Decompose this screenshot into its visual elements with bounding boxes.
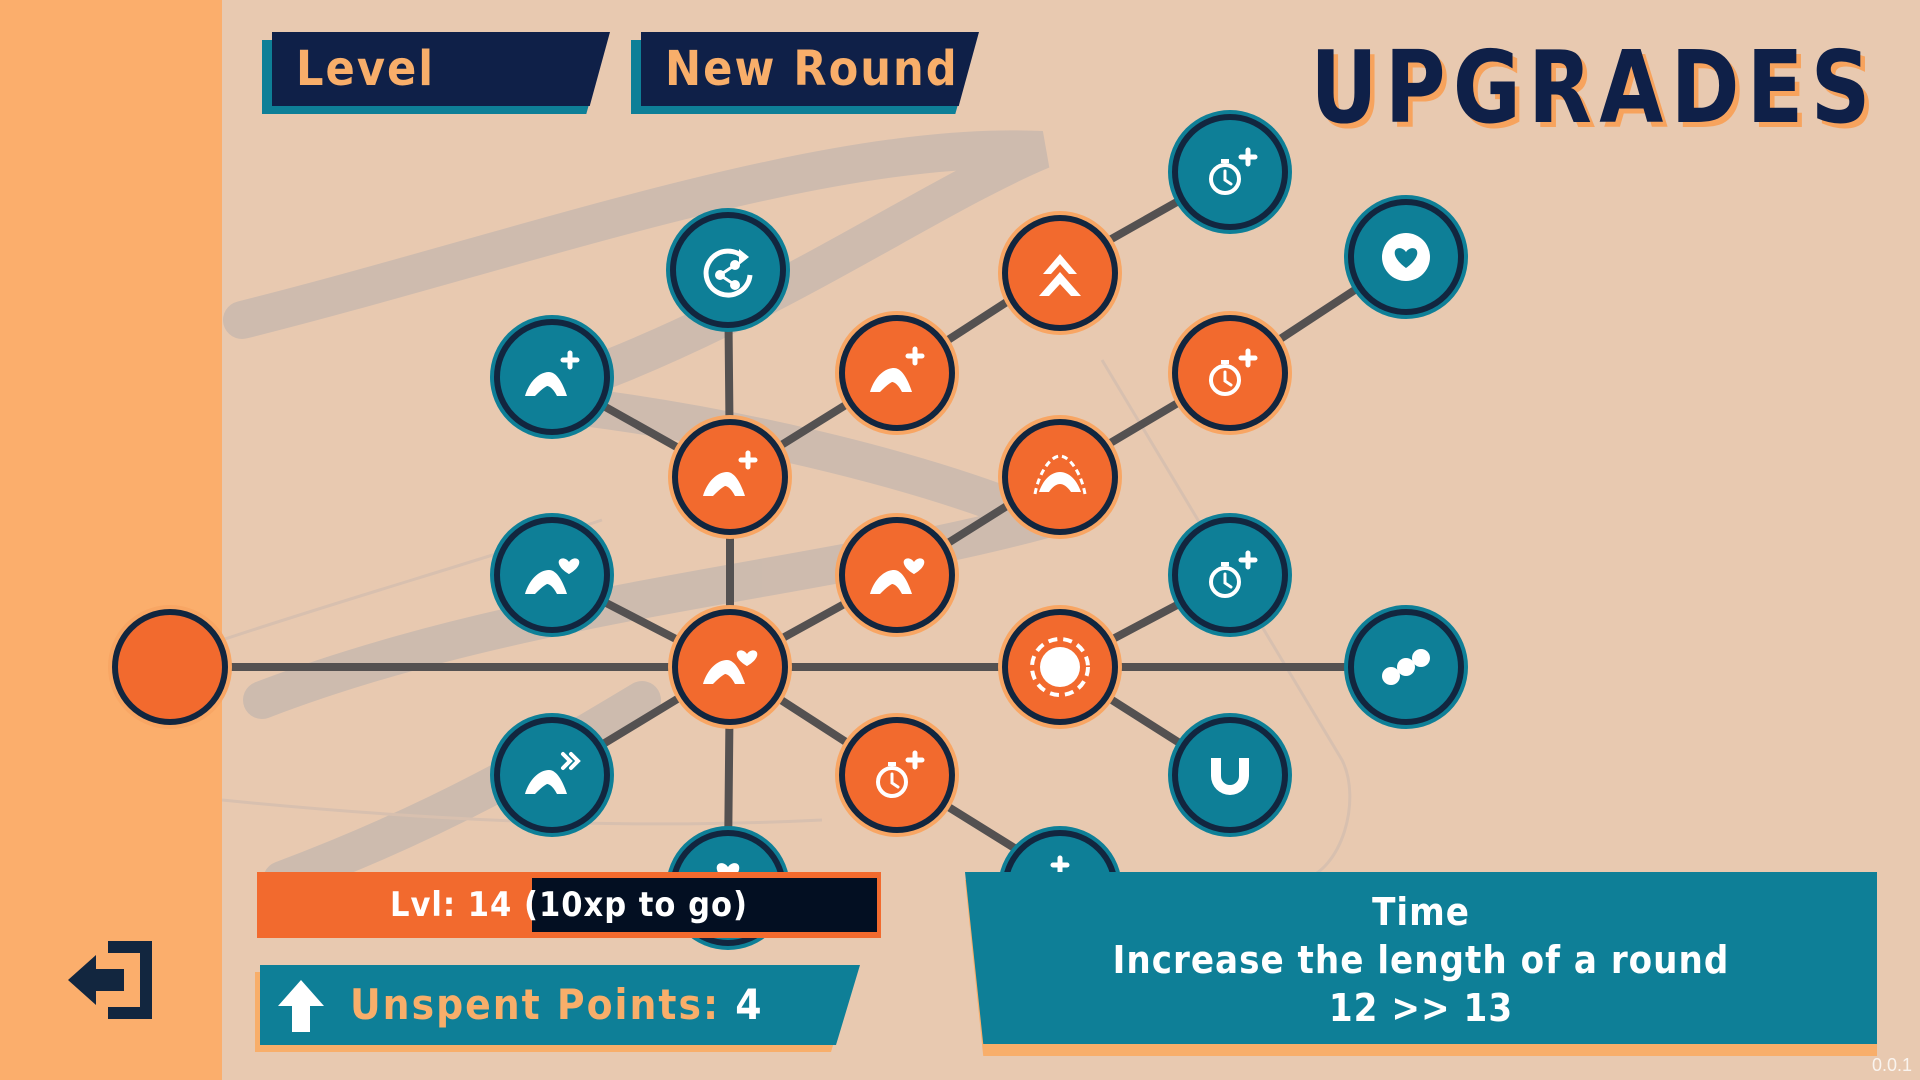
triple-dot-icon xyxy=(1382,649,1430,685)
hat-plus-node-2[interactable] xyxy=(839,315,955,431)
arrow-up-icon xyxy=(278,980,324,1032)
level-select-button[interactable]: Level Select xyxy=(272,32,610,106)
hat-heart-icon xyxy=(870,558,925,594)
hat-heart-node-2[interactable] xyxy=(839,517,955,633)
root-node[interactable] xyxy=(672,609,788,725)
timer-plus-node-2[interactable] xyxy=(839,717,955,833)
unspent-points-label: Unspent Points: xyxy=(350,980,721,1029)
hat-shield-node[interactable] xyxy=(1002,419,1118,535)
level-progress-text: Lvl: 14 (10xp to go) xyxy=(257,872,881,938)
xp-to-go-label: (10xp to go) xyxy=(524,885,748,925)
timer-plus-icon xyxy=(1209,147,1258,195)
unspent-points-text: Unspent Points: 4 xyxy=(350,965,764,1045)
xp-remaining-fill xyxy=(532,878,877,932)
magnet-icon xyxy=(1211,758,1249,795)
hat-heart-icon xyxy=(525,558,580,594)
shield-ring-node[interactable] xyxy=(1002,609,1118,725)
unspent-points-value: 4 xyxy=(735,980,764,1029)
timer-plus-node-4[interactable] xyxy=(1172,517,1288,633)
shuffle-node[interactable] xyxy=(670,212,786,328)
new-round-button[interactable]: New Round xyxy=(641,32,979,106)
hat-speed-node[interactable] xyxy=(494,717,610,833)
timer-plus-node-3[interactable] xyxy=(1172,114,1288,230)
timer-plus-node-1[interactable] xyxy=(1172,315,1288,431)
unspent-points-panel xyxy=(260,965,860,1045)
hat-shield-icon xyxy=(1033,454,1087,495)
level-label: Lvl: 14 xyxy=(389,885,513,925)
hat-plus-icon xyxy=(870,346,925,392)
upgrade-info-description: Increase the length of a round xyxy=(1112,938,1730,982)
timer-plus-icon xyxy=(1209,550,1258,598)
exit-icon[interactable] xyxy=(62,935,158,1025)
heart-node[interactable] xyxy=(1348,199,1464,315)
timer-plus-icon xyxy=(1050,855,1070,875)
dashed-ring-icon xyxy=(1030,637,1090,697)
hat-fast-icon xyxy=(525,752,581,794)
hat-plus-icon xyxy=(703,450,758,496)
timer-plus-icon xyxy=(1209,348,1258,396)
upgrade-info-change: 12 >> 13 xyxy=(1328,986,1514,1030)
edge-left-node[interactable] xyxy=(112,609,228,725)
refresh-share-icon xyxy=(703,248,753,298)
triple-dot-node[interactable] xyxy=(1348,609,1464,725)
magnet-node[interactable] xyxy=(1172,717,1288,833)
hat-plus-icon xyxy=(525,350,580,396)
hat-heart-node-3[interactable] xyxy=(494,517,610,633)
page-title: UPGRADES xyxy=(1310,29,1878,146)
side-panel xyxy=(0,0,222,1080)
hat-plus-node-1[interactable] xyxy=(672,419,788,535)
version-label: 0.0.1 xyxy=(1871,1055,1912,1075)
double-chevron-node[interactable] xyxy=(1002,215,1118,331)
hat-plus-node-3[interactable] xyxy=(494,319,610,435)
upgrade-info-title: Time xyxy=(1372,890,1470,934)
double-chevron-up-icon xyxy=(1039,254,1081,296)
timer-plus-icon xyxy=(876,750,925,798)
upgrade-info-panel: Time Increase the length of a round 12 >… xyxy=(965,872,1877,1044)
heart-icon xyxy=(1382,233,1430,281)
hat-heart-icon xyxy=(703,650,758,684)
